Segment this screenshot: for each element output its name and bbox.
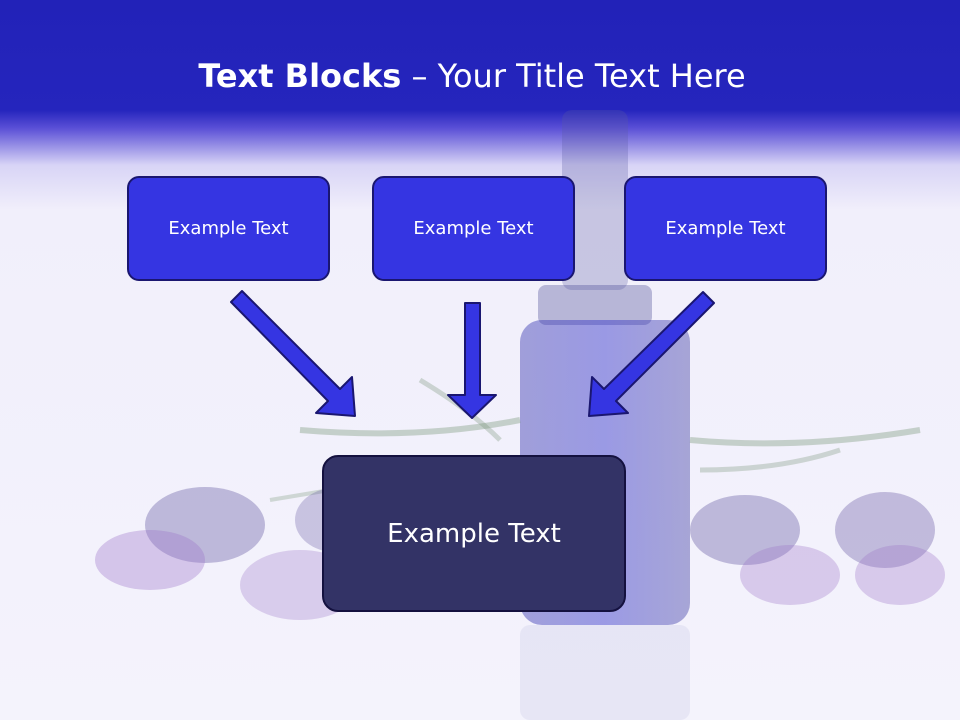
text-block-3-label: Example Text <box>665 218 786 239</box>
text-block-1[interactable]: Example Text <box>127 176 330 281</box>
text-block-2[interactable]: Example Text <box>372 176 575 281</box>
slide-title-rest: – Your Title Text Here <box>401 57 746 95</box>
text-block-2-label: Example Text <box>413 218 534 239</box>
main-text-block[interactable]: Example Text <box>322 455 626 612</box>
slide-title-bold: Text Blocks <box>198 57 402 95</box>
slide-title: Text Blocks – Your Title Text Here <box>0 52 944 100</box>
text-block-3[interactable]: Example Text <box>624 176 827 281</box>
text-block-1-label: Example Text <box>168 218 289 239</box>
main-text-block-label: Example Text <box>387 518 561 549</box>
